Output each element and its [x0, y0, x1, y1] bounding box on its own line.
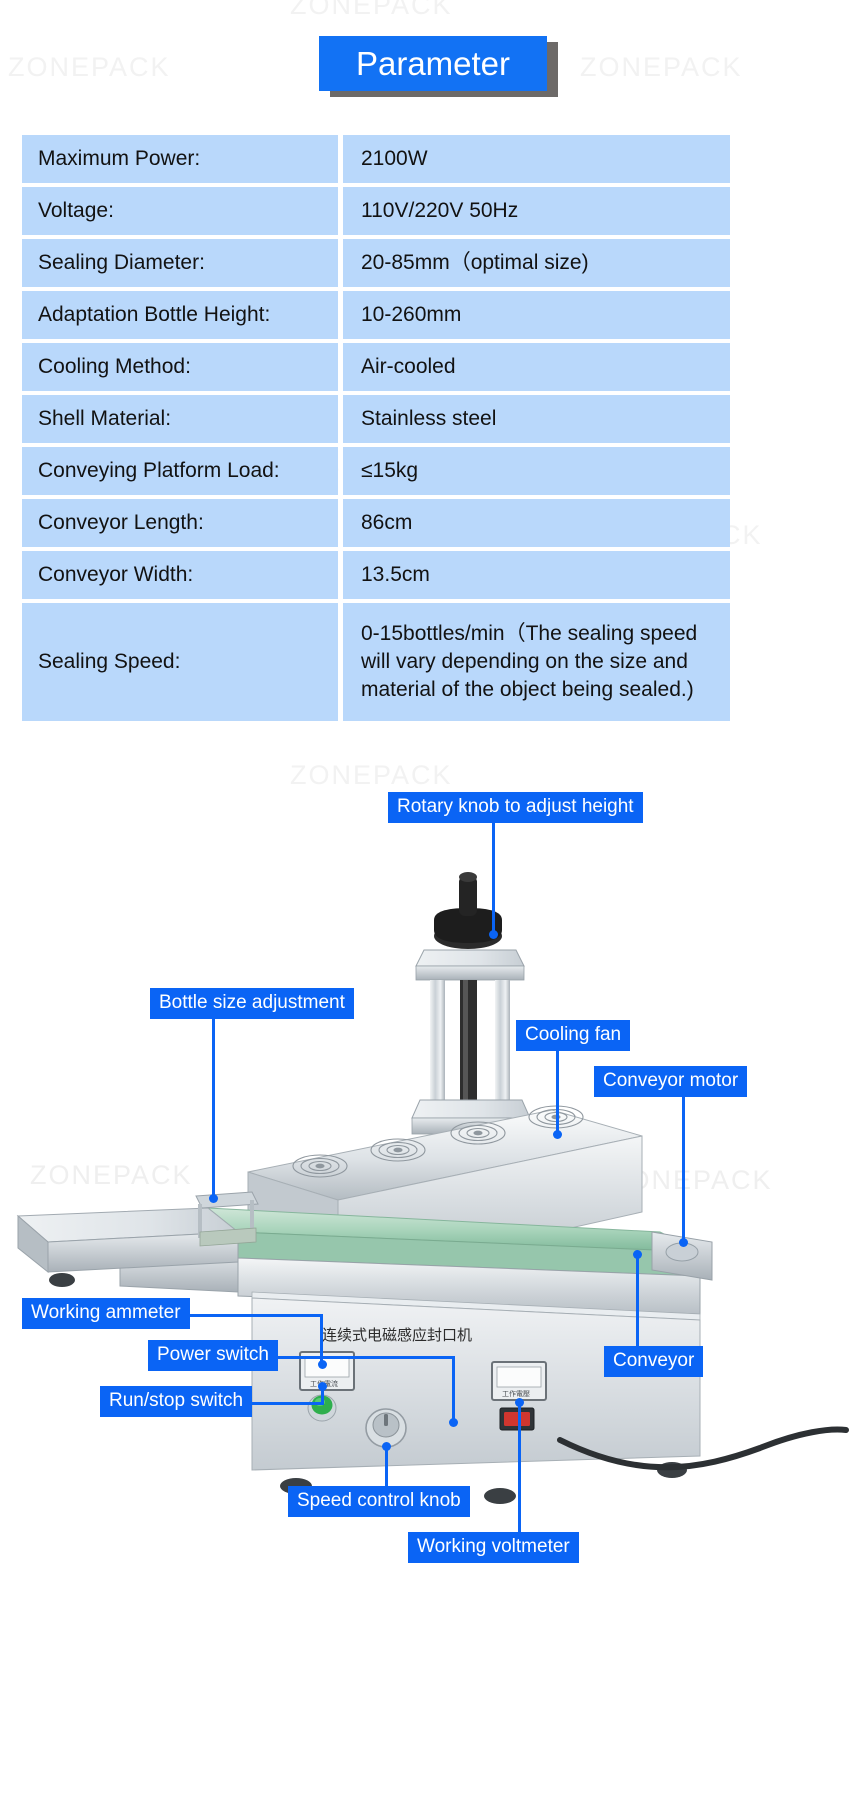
spec-key-cell: Sealing Speed: — [22, 603, 338, 721]
spec-value: ≤15kg — [361, 458, 419, 482]
spec-key: Maximum Power: — [38, 146, 201, 170]
callout-line — [264, 1356, 454, 1359]
callout-conveyor: Conveyor — [604, 1346, 704, 1377]
spec-key: Conveyor Length: — [38, 510, 204, 534]
callout-endpoint — [679, 1238, 688, 1247]
spec-value: Air-cooled — [361, 354, 456, 378]
callout-line — [518, 1404, 521, 1534]
spec-key-cell: Sealing Diameter: — [22, 239, 338, 287]
spec-value: 86cm — [361, 510, 413, 534]
spec-value-cell: 10-260mm — [343, 291, 730, 339]
spec-value-cell: 0-15bottles/min（The sealing speed will v… — [343, 603, 730, 721]
callout-working-voltmeter: Working voltmeter — [408, 1532, 579, 1563]
callout-endpoint — [553, 1130, 562, 1139]
spec-value: 13.5cm — [361, 562, 430, 586]
spec-value-cell: 110V/220V 50Hz — [343, 187, 730, 235]
callout-endpoint — [449, 1418, 458, 1427]
table-row: Cooling Method: Air-cooled — [22, 343, 730, 391]
table-row: Maximum Power: 2100W — [22, 135, 730, 183]
callout-power-switch: Power switch — [148, 1340, 278, 1371]
table-row: Voltage: 110V/220V 50Hz — [22, 187, 730, 235]
spec-value: 0-15bottles/min（The sealing speed will v… — [361, 622, 698, 701]
spec-key: Cooling Method: — [38, 354, 191, 378]
spec-value-cell: Stainless steel — [343, 395, 730, 443]
callout-endpoint — [515, 1398, 524, 1407]
callout-line — [234, 1402, 324, 1405]
spec-key-cell: Adaptation Bottle Height: — [22, 291, 338, 339]
spec-value: 20-85mm（optimal size) — [361, 250, 589, 274]
spec-key: Adaptation Bottle Height: — [38, 302, 271, 326]
spec-key-cell: Shell Material: — [22, 395, 338, 443]
spec-value: Stainless steel — [361, 406, 497, 430]
callout-working-ammeter: Working ammeter — [22, 1298, 190, 1329]
callout-line — [385, 1448, 388, 1488]
callout-line — [556, 1050, 559, 1134]
spec-key-cell: Cooling Method: — [22, 343, 338, 391]
spec-key-cell: Maximum Power: — [22, 135, 338, 183]
spec-key-cell: Voltage: — [22, 187, 338, 235]
watermark: ZONEPACK — [30, 1160, 193, 1190]
table-row: Adaptation Bottle Height: 10-260mm — [22, 291, 730, 339]
callout-run-stop-switch: Run/stop switch — [100, 1386, 253, 1417]
callout-line — [321, 1388, 324, 1404]
callout-bottle-size: Bottle size adjustment — [150, 988, 354, 1019]
callout-endpoint — [318, 1360, 327, 1369]
spec-value-cell: 2100W — [343, 135, 730, 183]
callout-cooling-fan: Cooling fan — [516, 1020, 631, 1051]
callout-endpoint — [382, 1442, 391, 1451]
spec-value-cell: Air-cooled — [343, 343, 730, 391]
spec-key: Shell Material: — [38, 406, 172, 430]
callout-line — [212, 1018, 215, 1198]
callout-line — [452, 1356, 455, 1422]
spec-key-cell: Conveying Platform Load: — [22, 447, 338, 495]
callout-speed-control-knob: Speed control knob — [288, 1486, 470, 1517]
page-header: Parameter — [0, 18, 850, 97]
watermark: ZONEPACK — [580, 52, 743, 82]
callout-conveyor-motor: Conveyor motor — [594, 1066, 748, 1097]
machine-illustration: 连续式电磁感应封口机 工作電流 工作電壓 — [16, 872, 849, 1504]
table-row: Conveying Platform Load: ≤15kg — [22, 447, 730, 495]
specification-table: Maximum Power: 2100W Voltage: 110V/220V … — [22, 135, 730, 725]
spec-value-cell: 86cm — [343, 499, 730, 547]
spec-value: 10-260mm — [361, 302, 462, 326]
callout-line — [492, 822, 495, 934]
watermark: ZONEPACK — [8, 52, 171, 82]
callout-rotary-knob: Rotary knob to adjust height — [388, 792, 643, 823]
table-row: Conveyor Length: 86cm — [22, 499, 730, 547]
spec-value-cell: 13.5cm — [343, 551, 730, 599]
callout-line — [636, 1254, 639, 1348]
spec-value: 2100W — [361, 146, 428, 170]
watermark: ZONEPACK — [290, 760, 453, 790]
spec-key: Conveying Platform Load: — [38, 458, 280, 482]
callout-line — [180, 1314, 322, 1317]
table-row: Sealing Diameter: 20-85mm（optimal size) — [22, 239, 730, 287]
callout-endpoint — [209, 1194, 218, 1203]
callout-line — [320, 1314, 323, 1362]
spec-key-cell: Conveyor Width: — [22, 551, 338, 599]
spec-key-cell: Conveyor Length: — [22, 499, 338, 547]
callout-endpoint — [633, 1250, 642, 1259]
spec-value: 110V/220V 50Hz — [361, 198, 519, 222]
spec-value-cell: 20-85mm（optimal size) — [343, 239, 730, 287]
callout-endpoint — [489, 930, 498, 939]
table-row: Conveyor Width: 13.5cm — [22, 551, 730, 599]
spec-key: Sealing Diameter: — [38, 250, 205, 274]
spec-value-cell: ≤15kg — [343, 447, 730, 495]
product-photo: 连续式电磁感应封口机 工作電流 工作電壓 Rotary knob to adju… — [0, 780, 850, 1794]
spec-key: Voltage: — [38, 198, 114, 222]
spec-key: Sealing Speed: — [38, 649, 181, 673]
table-row: Sealing Speed: 0-15bottles/min（The seali… — [22, 603, 730, 721]
table-row: Shell Material: Stainless steel — [22, 395, 730, 443]
spec-key: Conveyor Width: — [38, 562, 194, 586]
callout-endpoint — [318, 1382, 327, 1391]
page-title: Parameter — [355, 45, 511, 82]
cabinet-chinese-label: 连续式电磁感应封口机 — [322, 1326, 472, 1344]
svg-text:工作電壓: 工作電壓 — [502, 1389, 530, 1398]
title-badge: Parameter — [319, 36, 547, 91]
watermark: ZONEPACK — [290, 0, 453, 20]
callout-line — [682, 1096, 685, 1242]
